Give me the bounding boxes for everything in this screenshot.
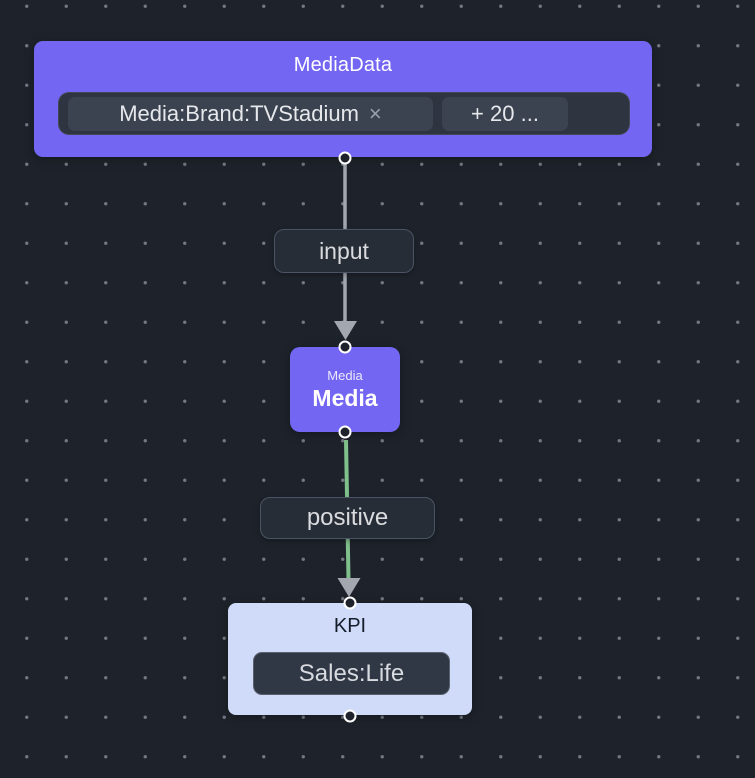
handle-media-data-source[interactable]: [338, 151, 352, 165]
handle-kpi-target[interactable]: [343, 596, 357, 610]
media-data-title: MediaData: [293, 54, 393, 76]
media-node-subtitle: Media: [327, 367, 363, 383]
kpi-title: KPI: [333, 615, 367, 637]
handle-media-source[interactable]: [338, 425, 352, 439]
handle-kpi-source[interactable]: [343, 709, 357, 723]
chip-more-count[interactable]: + 20 ...: [442, 97, 568, 131]
chip-sales-life[interactable]: Sales:Life: [253, 652, 450, 695]
handle-media-target[interactable]: [338, 340, 352, 354]
chip-close-icon[interactable]: ×: [368, 101, 382, 126]
edge-input-arrowhead: [334, 321, 357, 340]
node-media[interactable]: Media Media: [290, 347, 400, 432]
node-media-data[interactable]: MediaData Media:Brand:TVStadium × + 20 .…: [34, 41, 652, 157]
media-node-title: Media: [312, 384, 378, 411]
media-data-chip-container: Media:Brand:TVStadium × + 20 ...: [58, 92, 630, 135]
edge-label-input[interactable]: input: [274, 229, 414, 273]
node-kpi[interactable]: KPI Sales:Life: [228, 603, 472, 715]
chip-label: Media:Brand:TVStadium: [119, 101, 359, 126]
edge-label-positive[interactable]: positive: [260, 497, 435, 539]
chip-media-brand-tvstadium[interactable]: Media:Brand:TVStadium ×: [68, 97, 433, 131]
edge-positive-arrowhead: [337, 578, 361, 597]
